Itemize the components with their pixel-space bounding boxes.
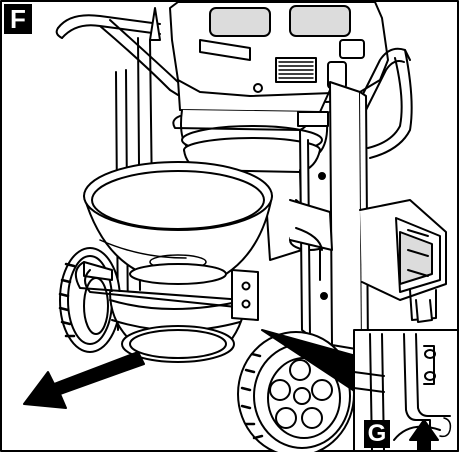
step-label-badge: F xyxy=(4,4,32,34)
cart-base xyxy=(289,199,447,323)
arrow-up-icon xyxy=(409,419,439,452)
arrow-down-left-icon xyxy=(23,351,145,409)
vacuum-head xyxy=(169,1,389,113)
detail-label-badge: G xyxy=(364,420,390,448)
dust-bowl xyxy=(74,161,273,363)
